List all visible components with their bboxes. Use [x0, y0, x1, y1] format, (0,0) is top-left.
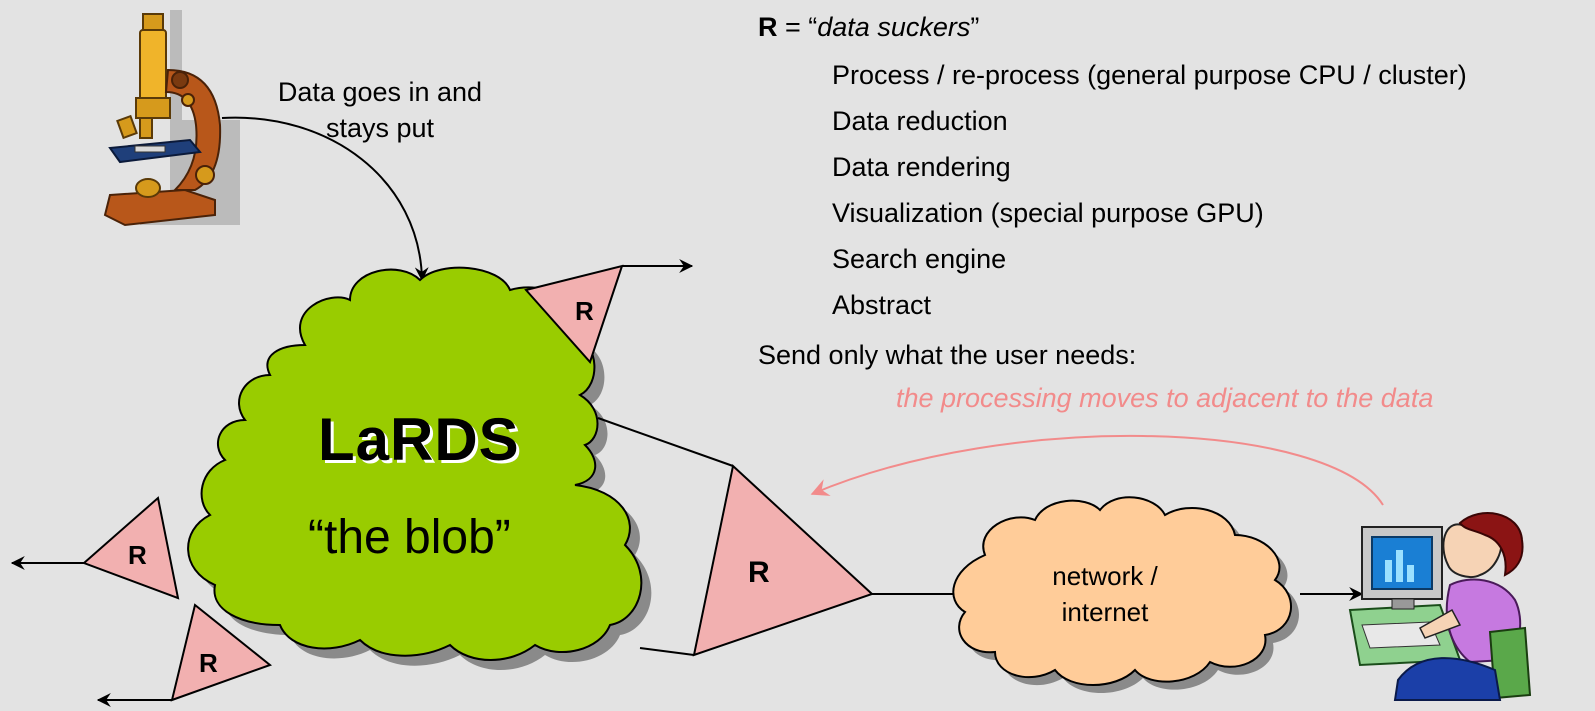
r-function-item: Data rendering	[832, 152, 1011, 182]
r-triangle-bottom	[170, 603, 273, 702]
big-r-connector-top	[597, 417, 734, 467]
r-function-item: Abstract	[832, 290, 932, 320]
processing-moves-arrow	[810, 434, 1384, 506]
r-close-quote: ”	[970, 12, 980, 42]
big-r-connector-bottom	[639, 647, 695, 656]
send-only-text: Send only what the user needs:	[758, 340, 1137, 370]
microscope-icon	[103, 10, 240, 227]
network-label-line1: network /	[1052, 561, 1158, 591]
ingest-arrow	[221, 116, 429, 282]
r-triangle-top	[524, 264, 624, 364]
network-label: network / internet	[1040, 558, 1170, 630]
r-triangle-big	[692, 464, 874, 657]
blob-subtitle: “the blob”	[308, 511, 511, 564]
r-function-item: Search engine	[832, 244, 1007, 274]
r-function-item: Process / re-process (general purpose CP…	[832, 60, 1467, 90]
r-term: data suckers	[817, 12, 971, 42]
r-triangle-left	[82, 496, 180, 600]
r-label-left: R	[128, 540, 147, 570]
ingest-caption-line1: Data goes in and	[277, 77, 483, 107]
r-label-bottom: R	[199, 648, 218, 678]
r-function-item: Data reduction	[832, 106, 1008, 136]
r-label-top: R	[575, 296, 594, 326]
r-function-item: Visualization (special purpose GPU)	[832, 198, 1264, 228]
blob-title: LaRDS	[318, 406, 520, 473]
processing-moves-text: the processing moves to adjacent to the …	[896, 383, 1434, 413]
user-at-computer-icon	[1348, 512, 1532, 701]
r-equals: = “	[777, 12, 818, 42]
lards-blob	[187, 266, 652, 670]
network-label-line2: internet	[1061, 597, 1149, 627]
r-functions-list: Process / re-process (general purpose CP…	[832, 57, 1467, 333]
ingest-caption: Data goes in and stays put	[260, 74, 500, 146]
r-definition: R = “data suckers”	[758, 12, 979, 43]
r-label-big: R	[748, 556, 770, 589]
network-cloud	[952, 496, 1300, 693]
r-symbol: R	[758, 12, 778, 42]
ingest-caption-line2: stays put	[325, 113, 435, 143]
